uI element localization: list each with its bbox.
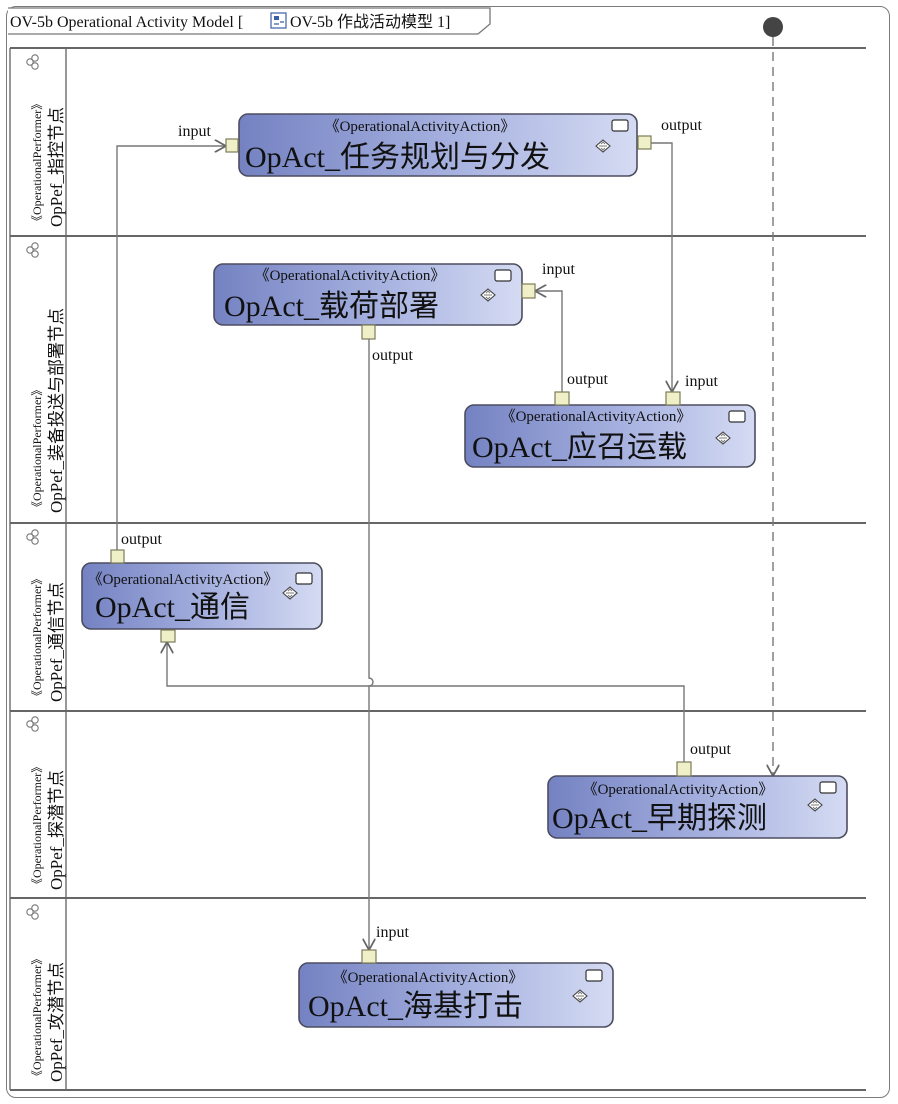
- initial-node-icon[interactable]: [763, 17, 783, 37]
- activity-stereotype: 《OperationalActivityAction》: [583, 781, 774, 798]
- diagram-title-prefix: OV-5b Operational Activity Model [: [10, 14, 243, 31]
- swimlane-name: OpPef_攻潜节点: [47, 962, 66, 1082]
- performer-icon: [26, 54, 39, 70]
- diagram-frame: [6, 6, 890, 1098]
- activity-stereotype: 《OperationalActivityAction》: [501, 408, 692, 425]
- pin-label-input: input: [376, 924, 409, 941]
- swimlane-stereotype: 《OperationalPerformer》: [30, 573, 44, 702]
- call-behavior-icon: [585, 969, 603, 982]
- swimlane-stereotype: 《OperationalPerformer》: [30, 384, 44, 513]
- diagram-icon: [270, 12, 287, 29]
- swimlane-header-2[interactable]: 《OperationalPerformer》 OpPef_装备投送与部署节点: [26, 242, 66, 513]
- activity-node-transport[interactable]: 《OperationalActivityAction》 OpAct_应召运载: [464, 404, 756, 468]
- call-behavior-icon: [494, 269, 512, 282]
- swimlane-name: OpPef_装备投送与部署节点: [47, 308, 66, 513]
- pin-output[interactable]: [676, 761, 692, 777]
- pin-output[interactable]: [554, 391, 570, 406]
- swimlane-stereotype: 《OperationalPerformer》: [30, 761, 44, 890]
- flow-detect-to-comm[interactable]: [167, 642, 685, 762]
- pin-input[interactable]: [665, 391, 681, 406]
- pin-input[interactable]: [160, 629, 176, 643]
- performer-icon: [26, 904, 39, 920]
- pin-output[interactable]: [637, 135, 652, 150]
- pin-label-output: output: [121, 531, 162, 548]
- pin-input[interactable]: [521, 283, 536, 299]
- activity-stereotype: 《OperationalActivityAction》: [325, 118, 516, 135]
- activity-name: OpAct_任务规划与分发: [245, 141, 550, 174]
- pin-label-input: input: [178, 123, 211, 140]
- activity-name: OpAct_应召运载: [472, 431, 687, 464]
- pin-label-output: output: [372, 347, 413, 364]
- pin-label-input: input: [542, 261, 575, 278]
- call-behavior-icon: [611, 119, 629, 132]
- flow-deploy-to-strike[interactable]: [369, 339, 373, 950]
- swimlane-stereotype: 《OperationalPerformer》: [30, 98, 44, 227]
- flow-planning-to-transport[interactable]: [651, 142, 672, 392]
- performer-icon: [26, 529, 39, 545]
- activity-name: OpAct_通信: [95, 591, 250, 624]
- pin-output[interactable]: [361, 324, 376, 340]
- activity-name: OpAct_海基打击: [308, 990, 523, 1023]
- pin-input[interactable]: [361, 949, 377, 964]
- swimlane-name: OpPef_探潜节点: [47, 770, 66, 890]
- performer-icon: [26, 242, 39, 258]
- flow-comm-to-planning[interactable]: [116, 146, 226, 550]
- call-behavior-icon: [819, 781, 837, 794]
- pin-label-input: input: [685, 373, 718, 390]
- pin-output[interactable]: [110, 549, 125, 564]
- swimlane-header-4[interactable]: 《OperationalPerformer》 OpPef_探潜节点: [26, 716, 66, 890]
- activity-stereotype: 《OperationalActivityAction》: [88, 571, 279, 588]
- call-behavior-icon: [295, 572, 313, 585]
- call-behavior-icon: [728, 410, 746, 423]
- activity-node-comm[interactable]: 《OperationalActivityAction》 OpAct_通信: [81, 562, 323, 630]
- swimlane-name: OpPef_指控节点: [47, 107, 66, 227]
- activity-node-detect[interactable]: 《OperationalActivityAction》 OpAct_早期探测: [547, 775, 848, 839]
- diagram-title-main: OV-5b 作战活动模型 1]: [290, 13, 450, 31]
- pin-input[interactable]: [225, 138, 239, 153]
- activity-stereotype: 《OperationalActivityAction》: [255, 267, 446, 284]
- pin-label-output: output: [661, 117, 702, 134]
- swimlane-name: OpPef_通信节点: [47, 582, 66, 702]
- activity-node-strike[interactable]: 《OperationalActivityAction》 OpAct_海基打击: [298, 962, 614, 1028]
- swimlane-stereotype: 《OperationalPerformer》: [30, 953, 44, 1082]
- activity-node-planning[interactable]: 《OperationalActivityAction》 OpAct_任务规划与分…: [238, 113, 638, 177]
- diagram-header-tab: OV-5b Operational Activity Model [ OV-5b…: [8, 7, 491, 35]
- swimlane-header-1[interactable]: 《OperationalPerformer》 OpPef_指控节点: [26, 54, 66, 227]
- activity-name: OpAct_早期探测: [552, 802, 767, 835]
- swimlane-header-5[interactable]: 《OperationalPerformer》 OpPef_攻潜节点: [26, 904, 66, 1082]
- pin-label-output: output: [690, 741, 731, 758]
- activity-stereotype: 《OperationalActivityAction》: [333, 969, 524, 986]
- flow-transport-to-deploy[interactable]: [535, 291, 563, 392]
- swimlane-header-3[interactable]: 《OperationalPerformer》 OpPef_通信节点: [26, 529, 66, 702]
- pin-label-output: output: [567, 371, 608, 388]
- activity-node-deploy[interactable]: 《OperationalActivityAction》 OpAct_载荷部署: [213, 263, 523, 326]
- performer-icon: [26, 716, 39, 732]
- activity-name: OpAct_载荷部署: [224, 290, 439, 323]
